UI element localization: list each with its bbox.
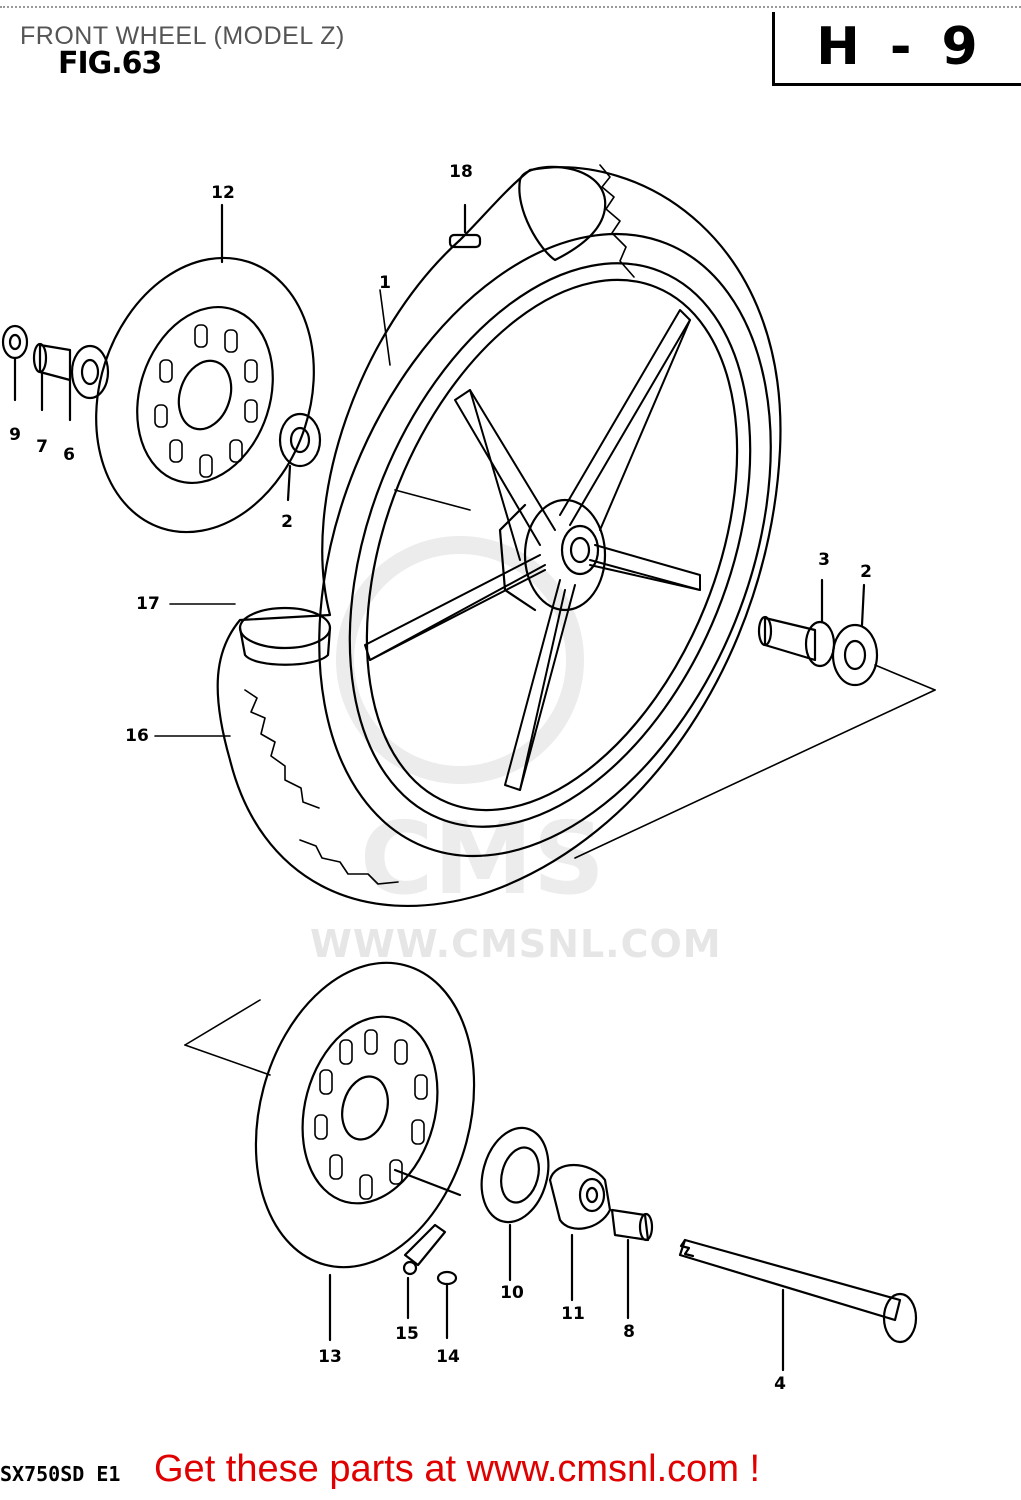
callout-part-17: 17	[136, 594, 160, 614]
page-code-box: H - 9	[772, 12, 1021, 86]
rim-inner-2	[365, 278, 739, 812]
callout-part-9: 9	[9, 425, 21, 445]
callout-part-3: 3	[818, 550, 830, 570]
brake-disc-upper-icon	[95, 203, 315, 534]
callout-part-16: 16	[125, 726, 149, 746]
tire-tread	[244, 164, 635, 885]
callout-part-2-right: 2	[860, 562, 872, 582]
right-spacer-bearing	[757, 578, 879, 687]
callout-part-11: 11	[561, 1304, 585, 1324]
callout-part-13: 13	[318, 1347, 342, 1367]
wheel-assembly	[216, 164, 782, 908]
lock-washer-icon	[402, 1223, 447, 1320]
valve-icon	[448, 203, 482, 249]
callout-part-8: 8	[623, 1322, 635, 1342]
top-dotted-rule	[0, 6, 1021, 8]
bearing-upper-icon	[278, 412, 322, 502]
brake-disc-lower-icon	[254, 961, 476, 1342]
rim-outer	[318, 232, 772, 858]
valve-loop	[518, 165, 607, 262]
callout-part-14: 14	[436, 1347, 460, 1367]
wheel-hub	[523, 498, 607, 612]
callout-part-18: 18	[449, 162, 473, 182]
tube-opening	[238, 606, 332, 650]
figure-label: FIG.63	[58, 46, 162, 81]
callout-part-12: 12	[211, 183, 235, 203]
tire-outline	[216, 166, 782, 908]
callout-part-6: 6	[63, 445, 75, 465]
callout-part-15: 15	[395, 1324, 419, 1344]
page-title: FRONT WHEEL (MODEL Z)	[20, 22, 345, 50]
rim-inner	[348, 262, 752, 828]
left-axle-parts	[1, 324, 110, 422]
page-code: H - 9	[816, 17, 984, 77]
wheel-spokes	[364, 309, 701, 791]
bolt-icon	[436, 1270, 458, 1340]
watermark-url: WWW.CMSNL.COM	[310, 922, 722, 966]
watermark-logo-icon	[336, 536, 584, 784]
oil-seal-icon	[480, 1126, 550, 1282]
callout-part-4: 4	[774, 1374, 786, 1394]
callout-part-1: 1	[379, 273, 391, 293]
watermark-brand: CMS	[360, 800, 605, 917]
callout-part-7: 7	[36, 437, 48, 457]
callout-part-2-upper: 2	[281, 512, 293, 532]
model-code: SX750SD E1	[0, 1462, 121, 1486]
callout-part-10: 10	[500, 1283, 524, 1303]
speedometer-gearbox-icon	[548, 1164, 612, 1302]
assembly-guide-lines	[154, 289, 936, 1076]
get-parts-link[interactable]: Get these parts at www.cmsnl.com !	[154, 1448, 761, 1490]
axle-icon	[678, 1238, 918, 1372]
spacer-icon	[610, 1208, 654, 1320]
